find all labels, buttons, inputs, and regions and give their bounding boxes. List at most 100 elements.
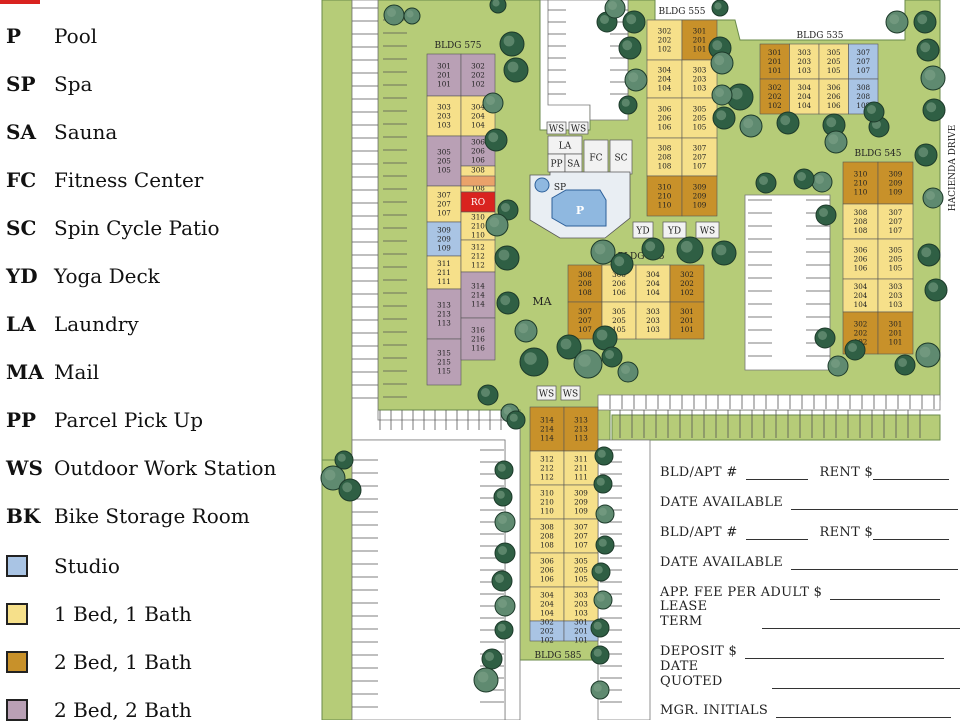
unit-number: 208: [854, 217, 868, 226]
tree-highlight: [387, 8, 396, 17]
unit-number: 101: [437, 80, 451, 89]
unit-number: 305: [574, 557, 588, 566]
unit-number: 306: [540, 557, 554, 566]
apartment-unit: [635, 264, 671, 303]
unit-number: 314: [540, 416, 554, 425]
form-label: DATE AVAILABLE: [660, 495, 784, 510]
unit-number: 304: [540, 591, 554, 600]
unit-number: 201: [680, 316, 694, 325]
amenity-box: [662, 221, 687, 239]
road: [597, 394, 941, 411]
tree-highlight: [488, 132, 499, 143]
unit-number: 306: [471, 138, 485, 147]
unit-number: 208: [540, 532, 554, 541]
grass-area: [321, 0, 353, 461]
tree-highlight: [503, 35, 515, 47]
tree-highlight: [926, 102, 937, 113]
unit-number: 108: [854, 226, 868, 235]
unit-number: 301: [680, 307, 694, 316]
form-label: RENT $: [819, 525, 874, 540]
unit-number: 108: [856, 101, 870, 110]
form-blank-line[interactable]: [761, 614, 960, 629]
legend-abbreviation: PP: [6, 408, 37, 432]
unit-number: 306: [658, 105, 672, 114]
tree-highlight: [477, 671, 489, 683]
form-field: DATE AVAILABLE: [660, 550, 958, 570]
form-blank-line[interactable]: [791, 555, 958, 570]
unit-number: 301: [693, 27, 707, 36]
tree-highlight: [481, 388, 490, 397]
unit-number: 309: [889, 170, 903, 179]
form-label: DEPOSIT $: [660, 644, 738, 659]
unit-number: 103: [574, 609, 588, 618]
apartment-unit: [426, 95, 462, 137]
tree-highlight: [928, 282, 939, 293]
tree-highlight: [819, 208, 828, 217]
unit-color-swatch: [6, 555, 28, 577]
tree-highlight: [714, 2, 722, 10]
unit-number: 211: [574, 464, 588, 473]
unit-number: 107: [856, 66, 870, 75]
tree-highlight: [501, 203, 510, 212]
building-label: BLDG 585: [534, 651, 581, 661]
apartment-unit: [426, 135, 462, 187]
unit-number: 104: [540, 609, 554, 618]
unit-number: 108: [471, 184, 485, 193]
tree-highlight: [498, 249, 510, 261]
unit-number: 108: [540, 541, 554, 550]
unit-number: 110: [471, 231, 485, 240]
unit-number: 307: [889, 208, 903, 217]
unit-number: 204: [797, 92, 811, 101]
form-blank-line[interactable]: [830, 585, 941, 600]
tree-highlight: [780, 115, 791, 126]
amenity-label: WS: [549, 125, 564, 135]
unit-type-label: Studio: [54, 554, 120, 578]
unit-number: 206: [471, 147, 485, 156]
unit-number: 214: [471, 291, 485, 300]
legend-abbreviation: YD: [6, 264, 38, 288]
unit-type-label: 2 Bed, 2 Bath: [54, 698, 192, 722]
form-blank-line[interactable]: [873, 465, 950, 480]
unit-number: 106: [471, 156, 485, 165]
unit-number: 203: [574, 600, 588, 609]
unit-number: 212: [540, 464, 554, 473]
unit-number: 208: [658, 153, 672, 162]
unit-number: 111: [574, 473, 588, 482]
form-blank-line[interactable]: [791, 495, 958, 510]
form-blank-line[interactable]: [776, 703, 951, 718]
tree-highlight: [342, 482, 353, 493]
form-blank-line[interactable]: [771, 674, 960, 689]
unit-number: 301: [889, 320, 903, 329]
unit-number: 201: [574, 627, 588, 636]
unit-number: 302: [658, 27, 672, 36]
apartment-unit: [635, 301, 671, 340]
unit-number: 203: [646, 316, 660, 325]
unit-number: 205: [574, 566, 588, 575]
legend-abbreviation: P: [6, 24, 22, 48]
unit-number: 303: [797, 48, 811, 57]
unit-number: 101: [680, 325, 694, 334]
unit-number: 105: [889, 264, 903, 273]
building-label: BLDG 535: [796, 31, 843, 41]
unit-number: 106: [612, 288, 626, 297]
apartment-unit: [759, 43, 790, 80]
unit-number: 308: [578, 270, 592, 279]
unit-number: 307: [574, 523, 588, 532]
form-blank-line[interactable]: [745, 465, 808, 480]
tree-highlight: [596, 329, 608, 341]
tree-highlight: [848, 343, 857, 352]
legend-abbreviation: MA: [6, 360, 44, 384]
unit-number: 105: [574, 575, 588, 584]
tree-highlight: [496, 490, 505, 499]
unit-type-label: 2 Bed, 1 Bath: [54, 650, 192, 674]
unit-number: 301: [574, 618, 588, 627]
amenity-label: YD: [667, 227, 681, 237]
unit-number: 102: [768, 101, 782, 110]
form-blank-line[interactable]: [745, 525, 808, 540]
form-blank-line[interactable]: [873, 525, 950, 540]
unit-number: 101: [889, 338, 903, 347]
form-blank-line[interactable]: [745, 644, 945, 659]
legend-label: Parcel Pick Up: [54, 408, 204, 432]
